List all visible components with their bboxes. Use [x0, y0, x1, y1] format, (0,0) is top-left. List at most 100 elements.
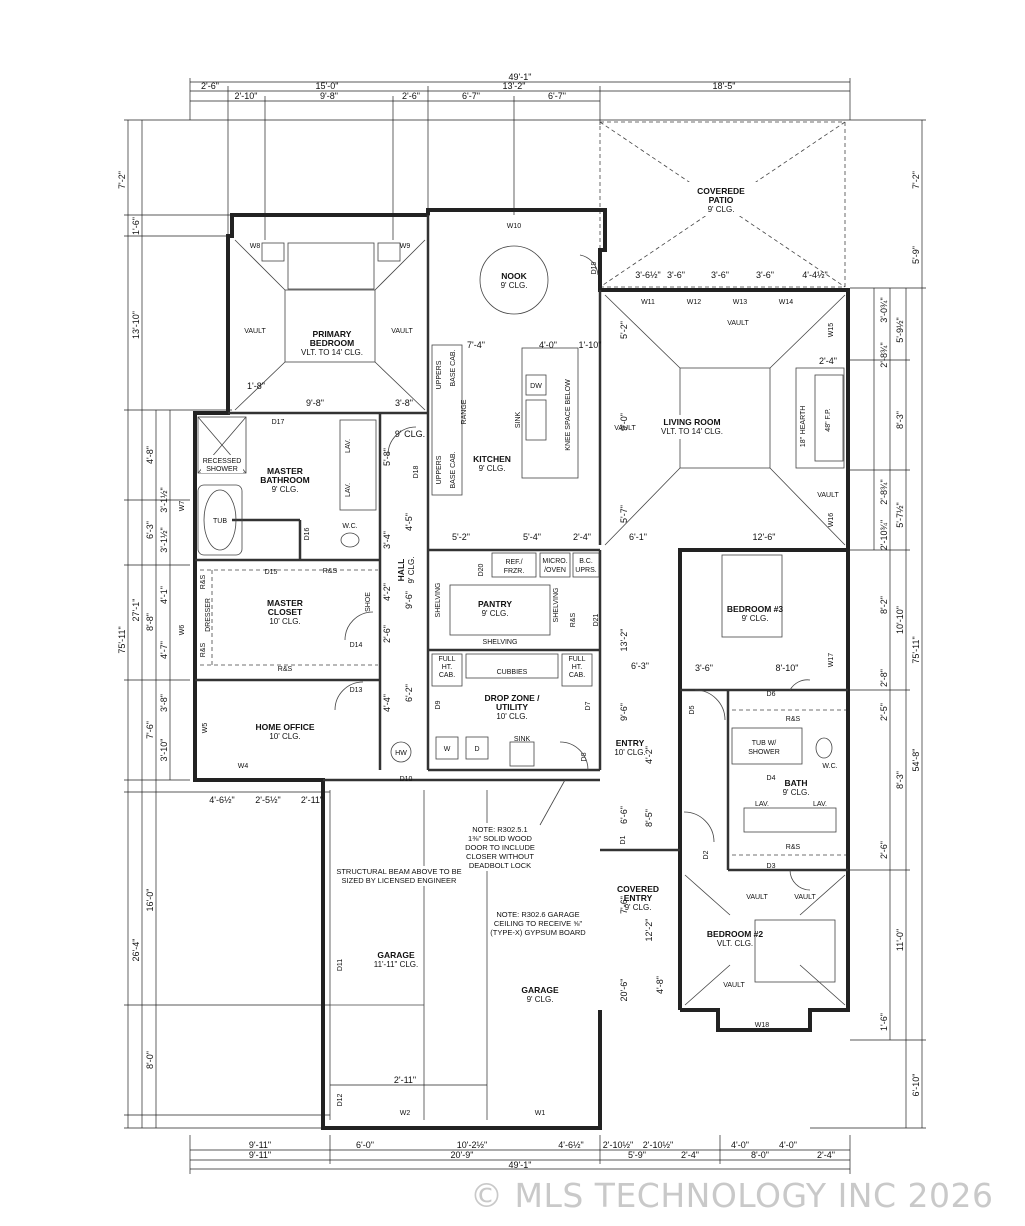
master-toilet [340, 532, 360, 548]
dim-left-4: 4'-8" [145, 446, 155, 464]
fp-label: 48" F.P. [825, 408, 832, 431]
shower-label-bg [201, 455, 243, 473]
dim-bottom-overall: 49'-1" [509, 1160, 532, 1170]
primary-nightstand-left [261, 242, 285, 262]
dim-bottom-2-5: 8'-0" [751, 1150, 769, 1160]
exterior-walls [193, 208, 850, 1130]
dim-top-2-4: 18'-5" [713, 81, 736, 91]
living-vault-line-1 [604, 294, 681, 369]
dim-right2-3: 2'-8¾" [879, 342, 889, 367]
window-tag-w6: W6 [179, 625, 186, 636]
window-tag-w11: W11 [641, 299, 655, 306]
kitchen-clg: 9' CLG. [479, 464, 506, 473]
uppers-label-1: UPPERS [436, 360, 443, 389]
rs-label-2: R&S [278, 666, 293, 673]
pantry-shelving [449, 584, 551, 636]
tub-shower-label-2: SHOWER [748, 749, 780, 756]
dim-top-2-2: 15'-0" [316, 81, 339, 91]
patio-label-bg [685, 182, 757, 216]
dim-int-22: 2'-5½" [255, 795, 280, 805]
tub-shower-label: TUB W/ [752, 740, 777, 747]
dim-top-3-5: 6'-7" [548, 91, 566, 101]
water-heater [390, 741, 412, 763]
window-tag-w14: W14 [779, 299, 794, 306]
dim-left-2: 1'-6" [131, 217, 141, 235]
sink-label: SINK [515, 412, 522, 429]
dim-left2-4: 4'-7" [159, 641, 169, 659]
bc-uppers [572, 552, 600, 578]
living-vault-line-3 [604, 467, 681, 546]
door-note-leader [539, 779, 566, 826]
dim-right-4: 10'-10" [895, 606, 905, 634]
full-ht-cab-label-1: FULL [438, 656, 455, 663]
primary-vault-line-4 [374, 361, 426, 411]
door-tag-d1: D1 [620, 835, 627, 844]
dim-right-overall: 75'-11" [911, 636, 921, 663]
rs-label-1: R&S [323, 568, 338, 575]
garage-note-3: (TYPE-X) GYPSUM BOARD [490, 928, 586, 937]
dim-bottom-1-2: 6'-0" [356, 1140, 374, 1150]
drop-zone-label-2: UTILITY [496, 702, 528, 712]
ref-label-2: FRZR. [504, 568, 525, 575]
covered-entry-label: COVERED [617, 884, 659, 894]
watermark: © MLS TECHNOLOGY INC 2026 [470, 1176, 994, 1215]
door-tag-d11: D11 [337, 959, 344, 971]
kitchen-sink [525, 399, 547, 441]
primary-bedroom-label: PRIMARY [313, 329, 352, 339]
nook-clg: 9' CLG. [501, 281, 528, 290]
dim-int-10: 9'-8" [306, 398, 324, 408]
dw-label: DW [530, 383, 542, 390]
window-tag-w2: W2 [400, 1110, 411, 1117]
door-tag-d3: D3 [767, 863, 776, 870]
dim-top-overall: 49'-1" [509, 72, 532, 82]
dim-int-43: 20'-6" [619, 979, 629, 1002]
knee-space-label: KNEE SPACE BELOW [565, 379, 572, 451]
refrigerator [491, 552, 537, 578]
wc-label-2: W.C. [822, 763, 837, 770]
microwave-oven [539, 552, 571, 578]
lav-label-3: LAV. [755, 801, 769, 808]
primary-vault-line-1 [234, 239, 286, 291]
dim-right-6: 11'-0" [895, 929, 905, 951]
dim-int-9: 2'-4" [819, 356, 837, 366]
window-tag-w5: W5 [202, 723, 209, 734]
dim-int-38: 8'-5" [644, 809, 654, 827]
primary-nightstand-right [377, 242, 401, 262]
door-note-3: DOOR TO INCLUDE [465, 843, 535, 852]
window-tag-w16: W16 [828, 513, 835, 528]
dim-int-28: 4'-5" [404, 513, 414, 531]
hall-label: HALL [396, 559, 406, 582]
dim-int-32: 2'-6" [382, 625, 392, 643]
hw-label: HW [395, 750, 407, 757]
utility-sink [509, 741, 535, 767]
door-note-5: DEADBOLT LOCK [469, 861, 531, 870]
door-tag-d4: D4 [767, 775, 776, 782]
recessed-shower-label: RECESSED [203, 458, 242, 465]
nook-label: NOOK [501, 271, 527, 281]
cubbies [465, 653, 559, 679]
dim-right-2: 5'-9" [911, 246, 921, 264]
top-dimension-lines [189, 78, 851, 240]
dim-left-5: 6'-3" [145, 521, 155, 539]
dim-garage-12-label: 2'-11" [394, 1075, 416, 1085]
rs-label-5: R&S [570, 612, 577, 627]
window-tag-w9: W9 [400, 243, 411, 250]
master-bathroom-label-2: BATHROOM [260, 475, 309, 485]
vault-tag-1: VAULT [244, 328, 266, 335]
living-vault-line-4 [769, 467, 846, 546]
bc-label: B.C. [579, 558, 593, 565]
full-ht-cab-label-1c: CAB. [439, 672, 455, 679]
dim-bottom-1-7: 4'-0" [731, 1140, 749, 1150]
bedroom2-vault-line-3 [684, 964, 731, 1006]
window-tag-w15: W15 [828, 323, 835, 338]
dim-top-3-2: 9'-8" [320, 91, 338, 101]
dim-left-3: 13'-10" [131, 311, 141, 339]
recessed-shower-label-2: SHOWER [206, 466, 238, 473]
dim-int-27: 5'-8" [382, 448, 392, 466]
vault-tag-2: VAULT [391, 328, 413, 335]
dim-right2-1: 3'-0¾" [879, 297, 889, 322]
dim-top-3-4: 6'-7" [462, 91, 480, 101]
dim-top-3-3: 2'-6" [402, 91, 420, 101]
kitchen-counter-left [431, 344, 463, 496]
dim-int-23: 2'-11" [301, 795, 323, 805]
